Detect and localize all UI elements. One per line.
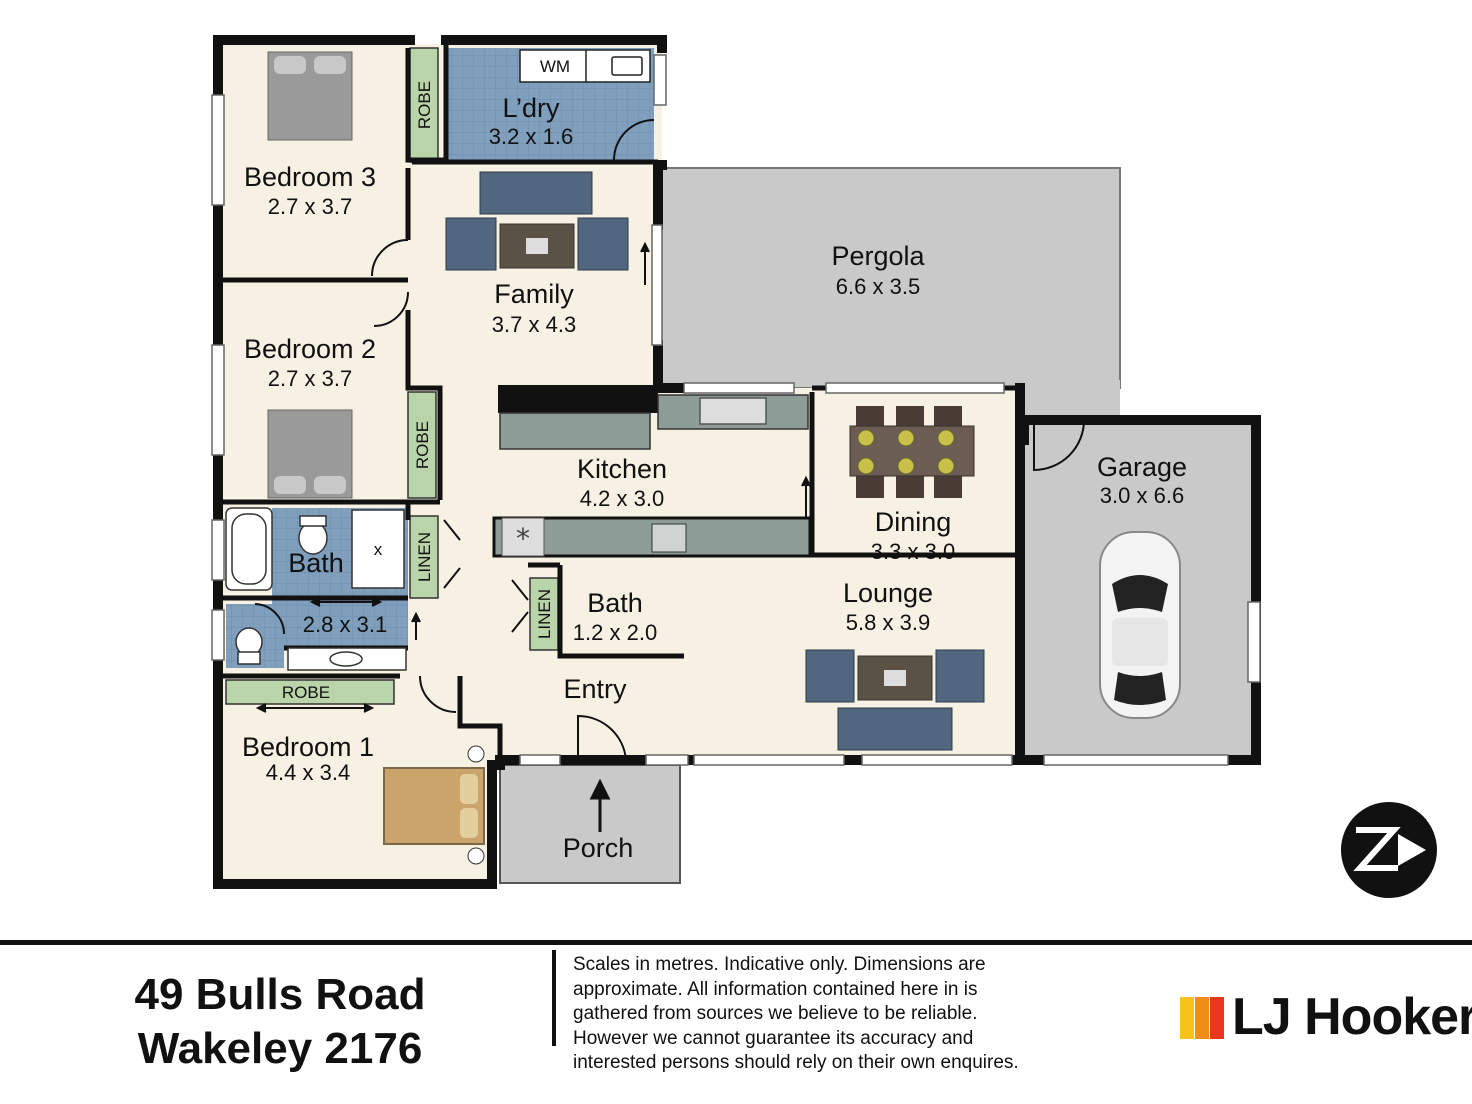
north-arrow-icon: [1341, 802, 1437, 898]
room-name-laundry: L’dry: [502, 93, 560, 123]
room-dim-bath-main: 2.8 x 3.1: [303, 612, 387, 637]
disclaimer-line: gathered from sources we believe to be r…: [573, 1003, 978, 1024]
label-robe-bedroom3: ROBE: [415, 81, 434, 129]
room-dim-pergola: 6.6 x 3.5: [836, 274, 920, 299]
linen-hall: [409, 515, 439, 599]
property-address: 49 Bulls Road Wakeley 2176: [60, 968, 500, 1076]
disclaimer-line: Scales in metres. Indicative only. Dimen…: [573, 954, 986, 975]
laundry-fixtures: [519, 49, 651, 83]
linen-bath: [529, 577, 559, 651]
room-name-bedroom3: Bedroom 3: [244, 162, 376, 192]
room-dim-bedroom1: 4.4 x 3.4: [266, 760, 350, 785]
pergola-extension: [1020, 380, 1120, 420]
label-washing-machine: WM: [540, 57, 570, 76]
room-name-entry: Entry: [563, 674, 627, 704]
cooktop-icon: [651, 523, 687, 553]
porch-arrow-icon: [589, 778, 611, 832]
room-name-bedroom2: Bedroom 2: [244, 334, 376, 364]
room-dim-garage: 3.0 x 6.6: [1100, 483, 1184, 508]
lounge-furniture: [805, 649, 985, 751]
label-robe-bedroom1: ROBE: [282, 683, 330, 702]
room-name-lounge: Lounge: [843, 578, 933, 608]
kitchen-counters: *: [492, 394, 812, 558]
room-dim-family: 3.7 x 4.3: [492, 312, 576, 337]
porch-area: [499, 764, 681, 884]
logo-bar-orange: [1195, 997, 1209, 1039]
room-dim-bath-small: 1.2 x 2.0: [573, 620, 657, 645]
kitchen-bench-back: [498, 385, 658, 413]
room-name-bath-small: Bath: [587, 588, 643, 618]
robe-bedroom1: [225, 679, 395, 705]
logo-bar-red: [1210, 997, 1224, 1039]
room-dim-laundry: 3.2 x 1.6: [489, 124, 573, 149]
room-dim-bedroom2: 2.7 x 3.7: [268, 366, 352, 391]
dining-table: [849, 406, 975, 498]
svg-text:*: *: [516, 522, 530, 555]
room-dim-bedroom3: 2.7 x 3.7: [268, 194, 352, 219]
windows: [211, 54, 1261, 766]
label-linen-hall: LINEN: [415, 532, 434, 582]
footer-rule: [0, 940, 1472, 945]
room-name-pergola: Pergola: [831, 241, 925, 271]
robe-bedroom2: [407, 391, 437, 499]
bathroom-fixtures: [225, 507, 407, 671]
room-name-family: Family: [494, 279, 574, 309]
room-name-garage: Garage: [1097, 452, 1187, 482]
label-robe-bedroom2: ROBE: [413, 421, 432, 469]
address-line-2: Wakeley 2176: [137, 1024, 423, 1073]
pergola-area: [659, 167, 1121, 389]
sink-icon: [699, 397, 767, 425]
room-name-porch: Porch: [563, 833, 634, 863]
logo-bar-yellow: [1180, 997, 1194, 1039]
beds: [267, 51, 485, 865]
family-furniture: [445, 171, 629, 271]
disclaimer-line: interested persons should rely on their …: [573, 1052, 1019, 1073]
disclaimer-line: approximate. All information contained h…: [573, 978, 978, 1000]
room-name-kitchen: Kitchen: [577, 454, 667, 484]
footer-divider: [552, 950, 556, 1046]
room-dim-lounge: 5.8 x 3.9: [846, 610, 930, 635]
label-linen-bath: LINEN: [535, 589, 554, 639]
room-name-dining: Dining: [875, 507, 952, 537]
address-line-1: 49 Bulls Road: [134, 970, 426, 1019]
room-dim-dining: 3.3 x 3.0: [871, 539, 955, 564]
room-name-bedroom1: Bedroom 1: [242, 732, 374, 762]
room-name-bath-main: Bath: [288, 548, 344, 578]
doors: [254, 119, 1085, 761]
floor-plan: *: [211, 35, 1437, 898]
room-dim-kitchen: 4.2 x 3.0: [580, 486, 664, 511]
disclaimer-line: However we cannot guarantee its accuracy…: [573, 1027, 974, 1049]
disclaimer: Scales in metres. Indicative only. Dimen…: [573, 953, 1073, 1076]
car-icon: [1099, 531, 1181, 719]
label-shower: x: [374, 540, 383, 559]
brand-name: LJ Hooker: [1232, 988, 1472, 1046]
